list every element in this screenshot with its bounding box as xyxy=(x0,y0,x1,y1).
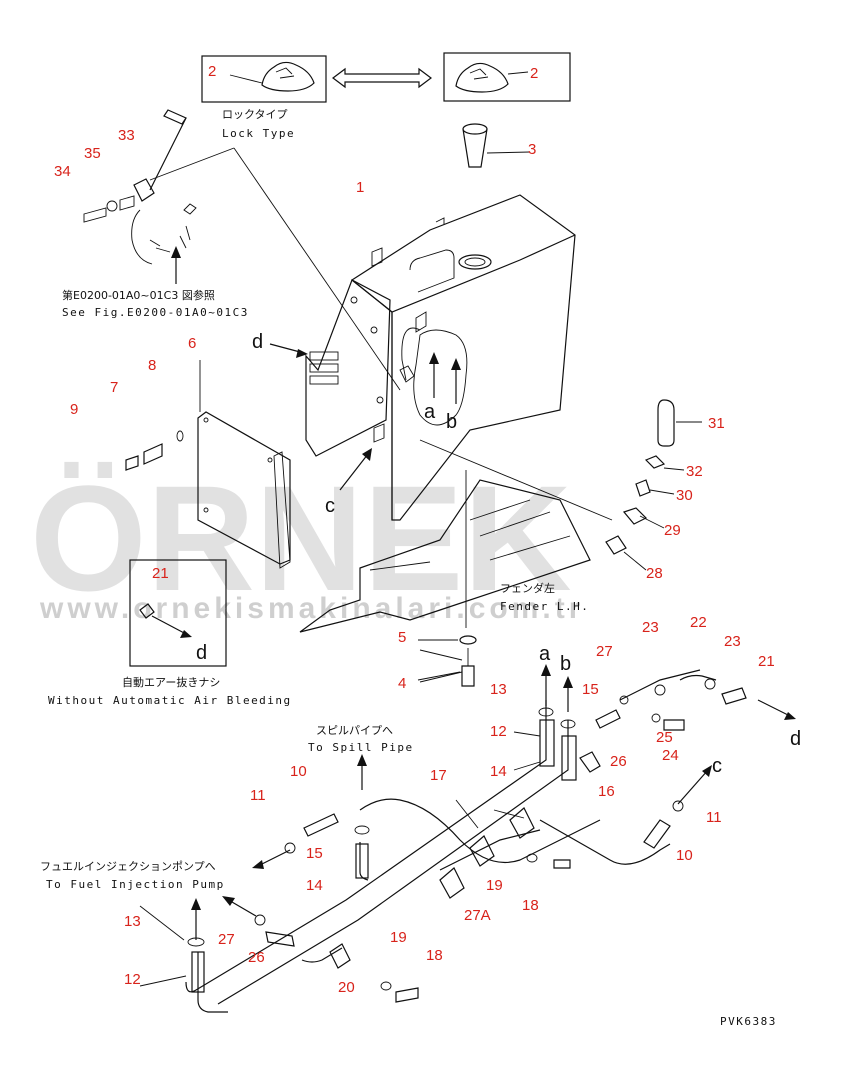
marker-d-lower: d xyxy=(790,728,801,750)
part-30: 30 xyxy=(676,487,693,504)
part-4: 4 xyxy=(398,675,406,692)
part-34: 34 xyxy=(54,163,71,180)
marker-a-lower: a xyxy=(539,643,551,665)
part-19-upper: 19 xyxy=(486,877,503,894)
drain-plug xyxy=(125,430,184,471)
double-arrow xyxy=(332,67,432,89)
part-12-lower: 12 xyxy=(124,971,141,988)
part-14-upper: 14 xyxy=(490,763,507,780)
spill-pipe-jp: スピルパイプへ xyxy=(316,724,393,737)
fender xyxy=(299,479,591,633)
without-air-box xyxy=(129,559,227,667)
cap-box-left xyxy=(201,55,327,103)
part-32: 32 xyxy=(686,463,703,480)
part-11-right: 11 xyxy=(706,809,722,826)
part-1: 1 xyxy=(356,179,364,196)
part-9: 9 xyxy=(70,401,78,418)
part-33: 33 xyxy=(118,127,135,144)
part-12-upper: 12 xyxy=(490,723,507,740)
part-24: 24 xyxy=(662,747,679,764)
bolt-washer xyxy=(417,635,477,687)
leader-lines xyxy=(149,147,613,683)
part-2-left: 2 xyxy=(208,63,216,80)
part-numbers: 2 2 3 1 33 35 34 6 8 7 9 31 32 30 29 28 … xyxy=(54,63,775,996)
pipe-parts xyxy=(187,678,747,1003)
part-29: 29 xyxy=(664,522,681,539)
lock-type-en: Lock Type xyxy=(222,127,295,140)
part-35: 35 xyxy=(84,145,101,162)
fuel-pipes xyxy=(185,669,717,1013)
part-18-upper: 18 xyxy=(522,897,539,914)
level-gauge xyxy=(83,109,197,265)
part-13-lower: 13 xyxy=(124,913,141,930)
watermark-brand: ÖRNEK xyxy=(30,454,572,622)
marker-b: b xyxy=(446,411,457,433)
fuel-pump-jp: フュエルインジェクションポンプへ xyxy=(40,860,216,873)
part-19-lower: 19 xyxy=(390,929,407,946)
see-fig-jp: 第E0200-01A0~01C3 図参照 xyxy=(62,288,215,302)
part-26-upper: 26 xyxy=(610,753,627,770)
fuel-pump-en: To Fuel Injection Pump xyxy=(46,878,225,891)
marker-a: a xyxy=(424,401,436,423)
marker-b-lower: b xyxy=(560,653,571,675)
part-6: 6 xyxy=(188,335,196,352)
part-21: 21 xyxy=(758,653,775,670)
part-15-lower: 15 xyxy=(306,845,323,862)
fuel-tank xyxy=(305,194,576,521)
part-3: 3 xyxy=(528,141,536,158)
part-5: 5 xyxy=(398,629,406,646)
fender-en: Fender L.H. xyxy=(500,600,589,613)
part-8: 8 xyxy=(148,357,156,374)
part-23-a: 23 xyxy=(642,619,659,636)
spill-pipe-en: To Spill Pipe xyxy=(308,741,414,754)
part-11-left: 11 xyxy=(250,787,266,804)
part-27-lower: 27 xyxy=(218,931,235,948)
part-27A: 27A xyxy=(464,907,491,924)
part-23-b: 23 xyxy=(724,633,741,650)
part-28: 28 xyxy=(646,565,663,582)
part-17: 17 xyxy=(430,767,447,784)
without-air-en: Without Automatic Air Bleeding xyxy=(48,694,292,707)
lock-type-jp: ロックタイプ xyxy=(222,108,288,121)
see-fig-arrow xyxy=(171,246,181,284)
part-10-left: 10 xyxy=(290,763,307,780)
part-7: 7 xyxy=(110,379,118,396)
part-14-lower: 14 xyxy=(306,877,323,894)
see-fig-en: See Fig.E0200-01A0~01C3 xyxy=(62,306,249,319)
part-15-upper: 15 xyxy=(582,681,599,698)
marker-d-box: d xyxy=(196,642,207,664)
part-13-upper: 13 xyxy=(490,681,507,698)
part-16: 16 xyxy=(598,783,615,800)
part-27-upper: 27 xyxy=(596,643,613,660)
watermark: ÖRNEK www.ornekismakinalari.com.tr xyxy=(30,454,584,625)
right-fittings xyxy=(605,399,702,571)
fender-jp: フェンダ左 xyxy=(500,581,555,595)
letter-markers: a b c d a b c d d xyxy=(196,331,801,805)
part-25: 25 xyxy=(656,729,673,746)
filler-strainer xyxy=(458,123,531,270)
direction-arrows xyxy=(191,754,367,940)
part-10-right: 10 xyxy=(676,847,693,864)
part-2-right: 2 xyxy=(530,65,538,82)
part-26-lower: 26 xyxy=(248,949,265,966)
marker-c-lower: c xyxy=(712,755,722,777)
drawing-code: PVK6383 xyxy=(720,1015,777,1028)
watermark-url: www.ornekismakinalari.com.tr xyxy=(39,592,584,625)
cap-box-right xyxy=(443,52,571,102)
marker-d: d xyxy=(252,331,263,353)
part-leaders xyxy=(139,731,541,987)
part-31: 31 xyxy=(708,415,725,432)
part-21-box: 21 xyxy=(152,565,169,582)
part-22: 22 xyxy=(690,614,707,631)
marker-c: c xyxy=(325,495,335,517)
part-20: 20 xyxy=(338,979,355,996)
without-air-jp: 自動エアー抜きナシ xyxy=(122,675,220,689)
part-18-lower: 18 xyxy=(426,947,443,964)
cover-plate xyxy=(197,360,291,569)
